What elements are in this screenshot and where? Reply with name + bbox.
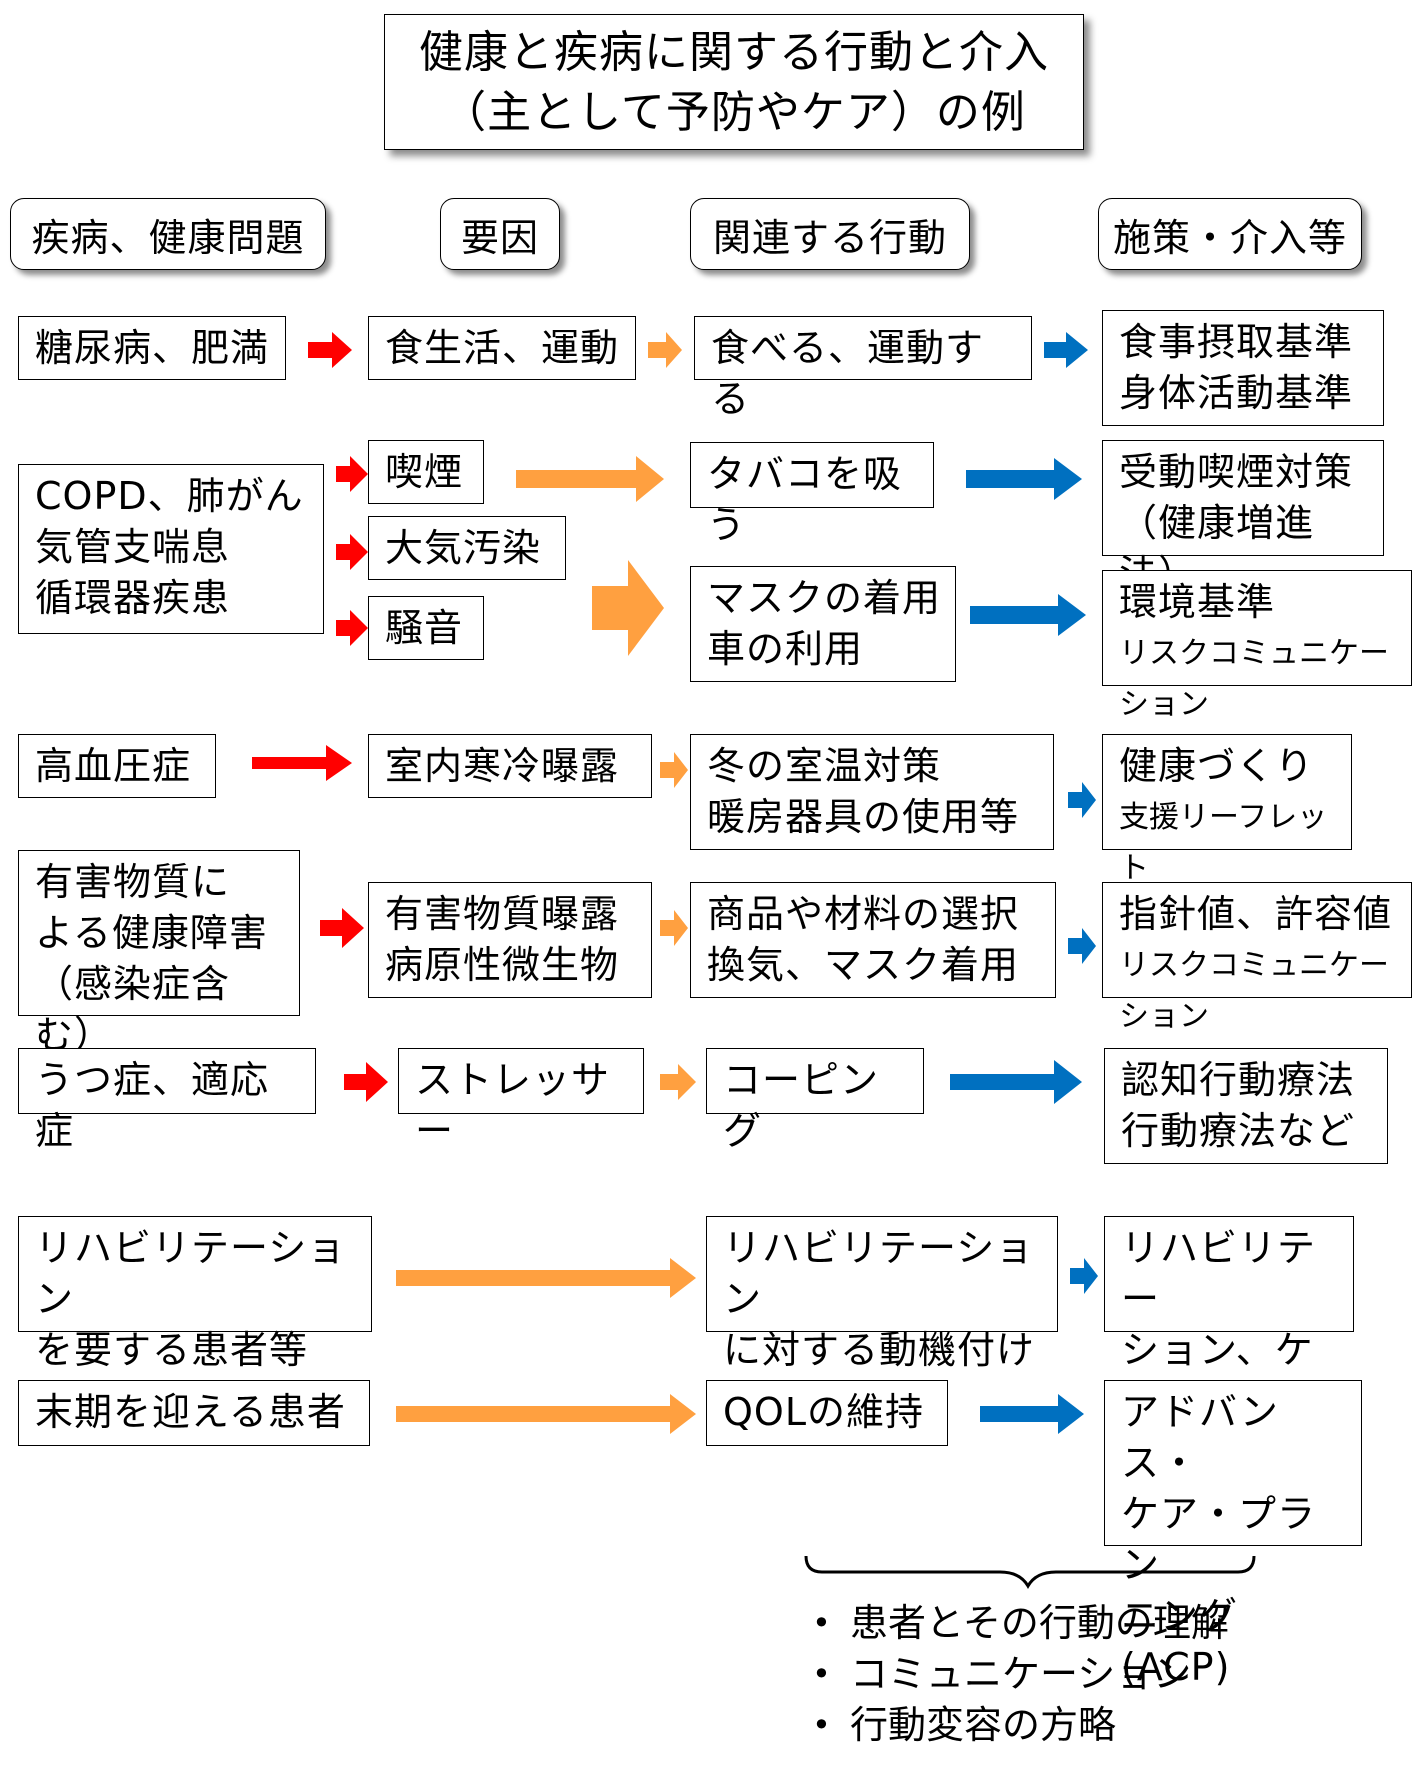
orange-block-arrow	[660, 910, 688, 946]
title-line-1: 健康と疾病に関する行動と介入	[419, 27, 1049, 78]
factor-noise: 騒音	[368, 596, 484, 660]
blue-block-arrow	[1068, 782, 1096, 818]
disease-hazardous-substances: 有害物質による健康障害（感染症含む）	[18, 850, 300, 1057]
policy-intake-activity-standards: 食事摂取基準身体活動基準	[1102, 310, 1384, 426]
behavior-rehab-motivation: リハビリテーションに対する動機付け	[706, 1216, 1058, 1372]
note-item: 患者とその行動の理解	[812, 1598, 1229, 1649]
factor-smoking: 喫煙	[368, 440, 484, 504]
behavior-smoke-tobacco: タバコを吸う	[690, 442, 934, 547]
orange-arrow	[396, 1258, 696, 1298]
blue-block-arrow	[1044, 332, 1088, 368]
disease-terminal-patients: 末期を迎える患者	[18, 1380, 370, 1446]
blue-arrow	[980, 1394, 1084, 1434]
factor-diet-exercise: 食生活、運動	[368, 316, 636, 380]
behavior-eat-exercise: 食べる、運動する	[694, 316, 1032, 421]
header-policy: 施策・介入等	[1098, 198, 1362, 270]
blue-arrow	[966, 458, 1082, 500]
note-item: コミュニケーション	[812, 1649, 1229, 1700]
policy-env-standards: 環境基準リスクコミュニケーション	[1102, 570, 1412, 722]
red-block-arrow	[308, 332, 352, 368]
behavior-qol-maintenance: QOLの維持	[706, 1380, 948, 1446]
blue-block-arrow	[1068, 928, 1096, 964]
red-block-arrow	[320, 908, 364, 948]
policy-health-leaflet: 健康づくり支援リーフレット	[1102, 734, 1352, 886]
diagram-title: 健康と疾病に関する行動と介入 （主として予防やケア）の例	[384, 14, 1084, 150]
header-disease: 疾病、健康問題	[10, 198, 326, 270]
factor-air-pollution: 大気汚染	[368, 516, 566, 580]
policy-cbt: 認知行動療法行動療法など	[1104, 1048, 1388, 1164]
notes-list: 患者とその行動の理解 コミュニケーション 行動変容の方略	[812, 1598, 1229, 1751]
disease-depression: うつ症、適応症	[18, 1048, 316, 1153]
red-block-arrow	[336, 456, 368, 492]
behavior-mask-car: マスクの着用車の利用	[690, 566, 956, 682]
orange-arrow	[396, 1394, 696, 1434]
disease-rehab-patients: リハビリテーションを要する患者等	[18, 1216, 372, 1372]
behavior-winter-room-temp: 冬の室温対策暖房器具の使用等	[690, 734, 1054, 850]
orange-block-arrow	[660, 752, 688, 788]
factor-indoor-cold: 室内寒冷曝露	[368, 734, 652, 798]
title-line-2: （主として予防やケア）の例	[442, 87, 1026, 138]
orange-block-arrow	[660, 1064, 696, 1100]
behavior-product-ventilation: 商品や材料の選択換気、マスク着用	[690, 882, 1056, 998]
factor-exposure-pathogens: 有害物質曝露病原性微生物	[368, 882, 652, 998]
blue-block-arrow	[1070, 1258, 1098, 1294]
red-block-arrow	[344, 1062, 388, 1102]
red-arrow	[252, 745, 352, 781]
header-factor: 要因	[440, 198, 560, 270]
orange-arrow	[516, 456, 664, 502]
orange-block-arrow	[648, 332, 682, 368]
blue-arrow	[970, 594, 1086, 636]
orange-large-arrow	[592, 560, 664, 656]
factor-stressor: ストレッサー	[398, 1048, 644, 1153]
red-block-arrow	[336, 534, 368, 570]
curly-brace	[804, 1555, 1256, 1590]
blue-arrow	[950, 1060, 1082, 1104]
policy-guideline-values: 指針値、許容値リスクコミュニケーション	[1102, 882, 1412, 1034]
disease-hypertension: 高血圧症	[18, 734, 216, 798]
disease-copd-cancer-asthma-cvd: COPD、肺がん気管支喘息循環器疾患	[18, 464, 324, 634]
disease-diabetes-obesity: 糖尿病、肥満	[18, 316, 286, 380]
red-block-arrow	[336, 610, 368, 646]
header-behavior: 関連する行動	[690, 198, 970, 270]
behavior-coping: コーピング	[706, 1048, 924, 1153]
note-item: 行動変容の方略	[812, 1700, 1229, 1751]
